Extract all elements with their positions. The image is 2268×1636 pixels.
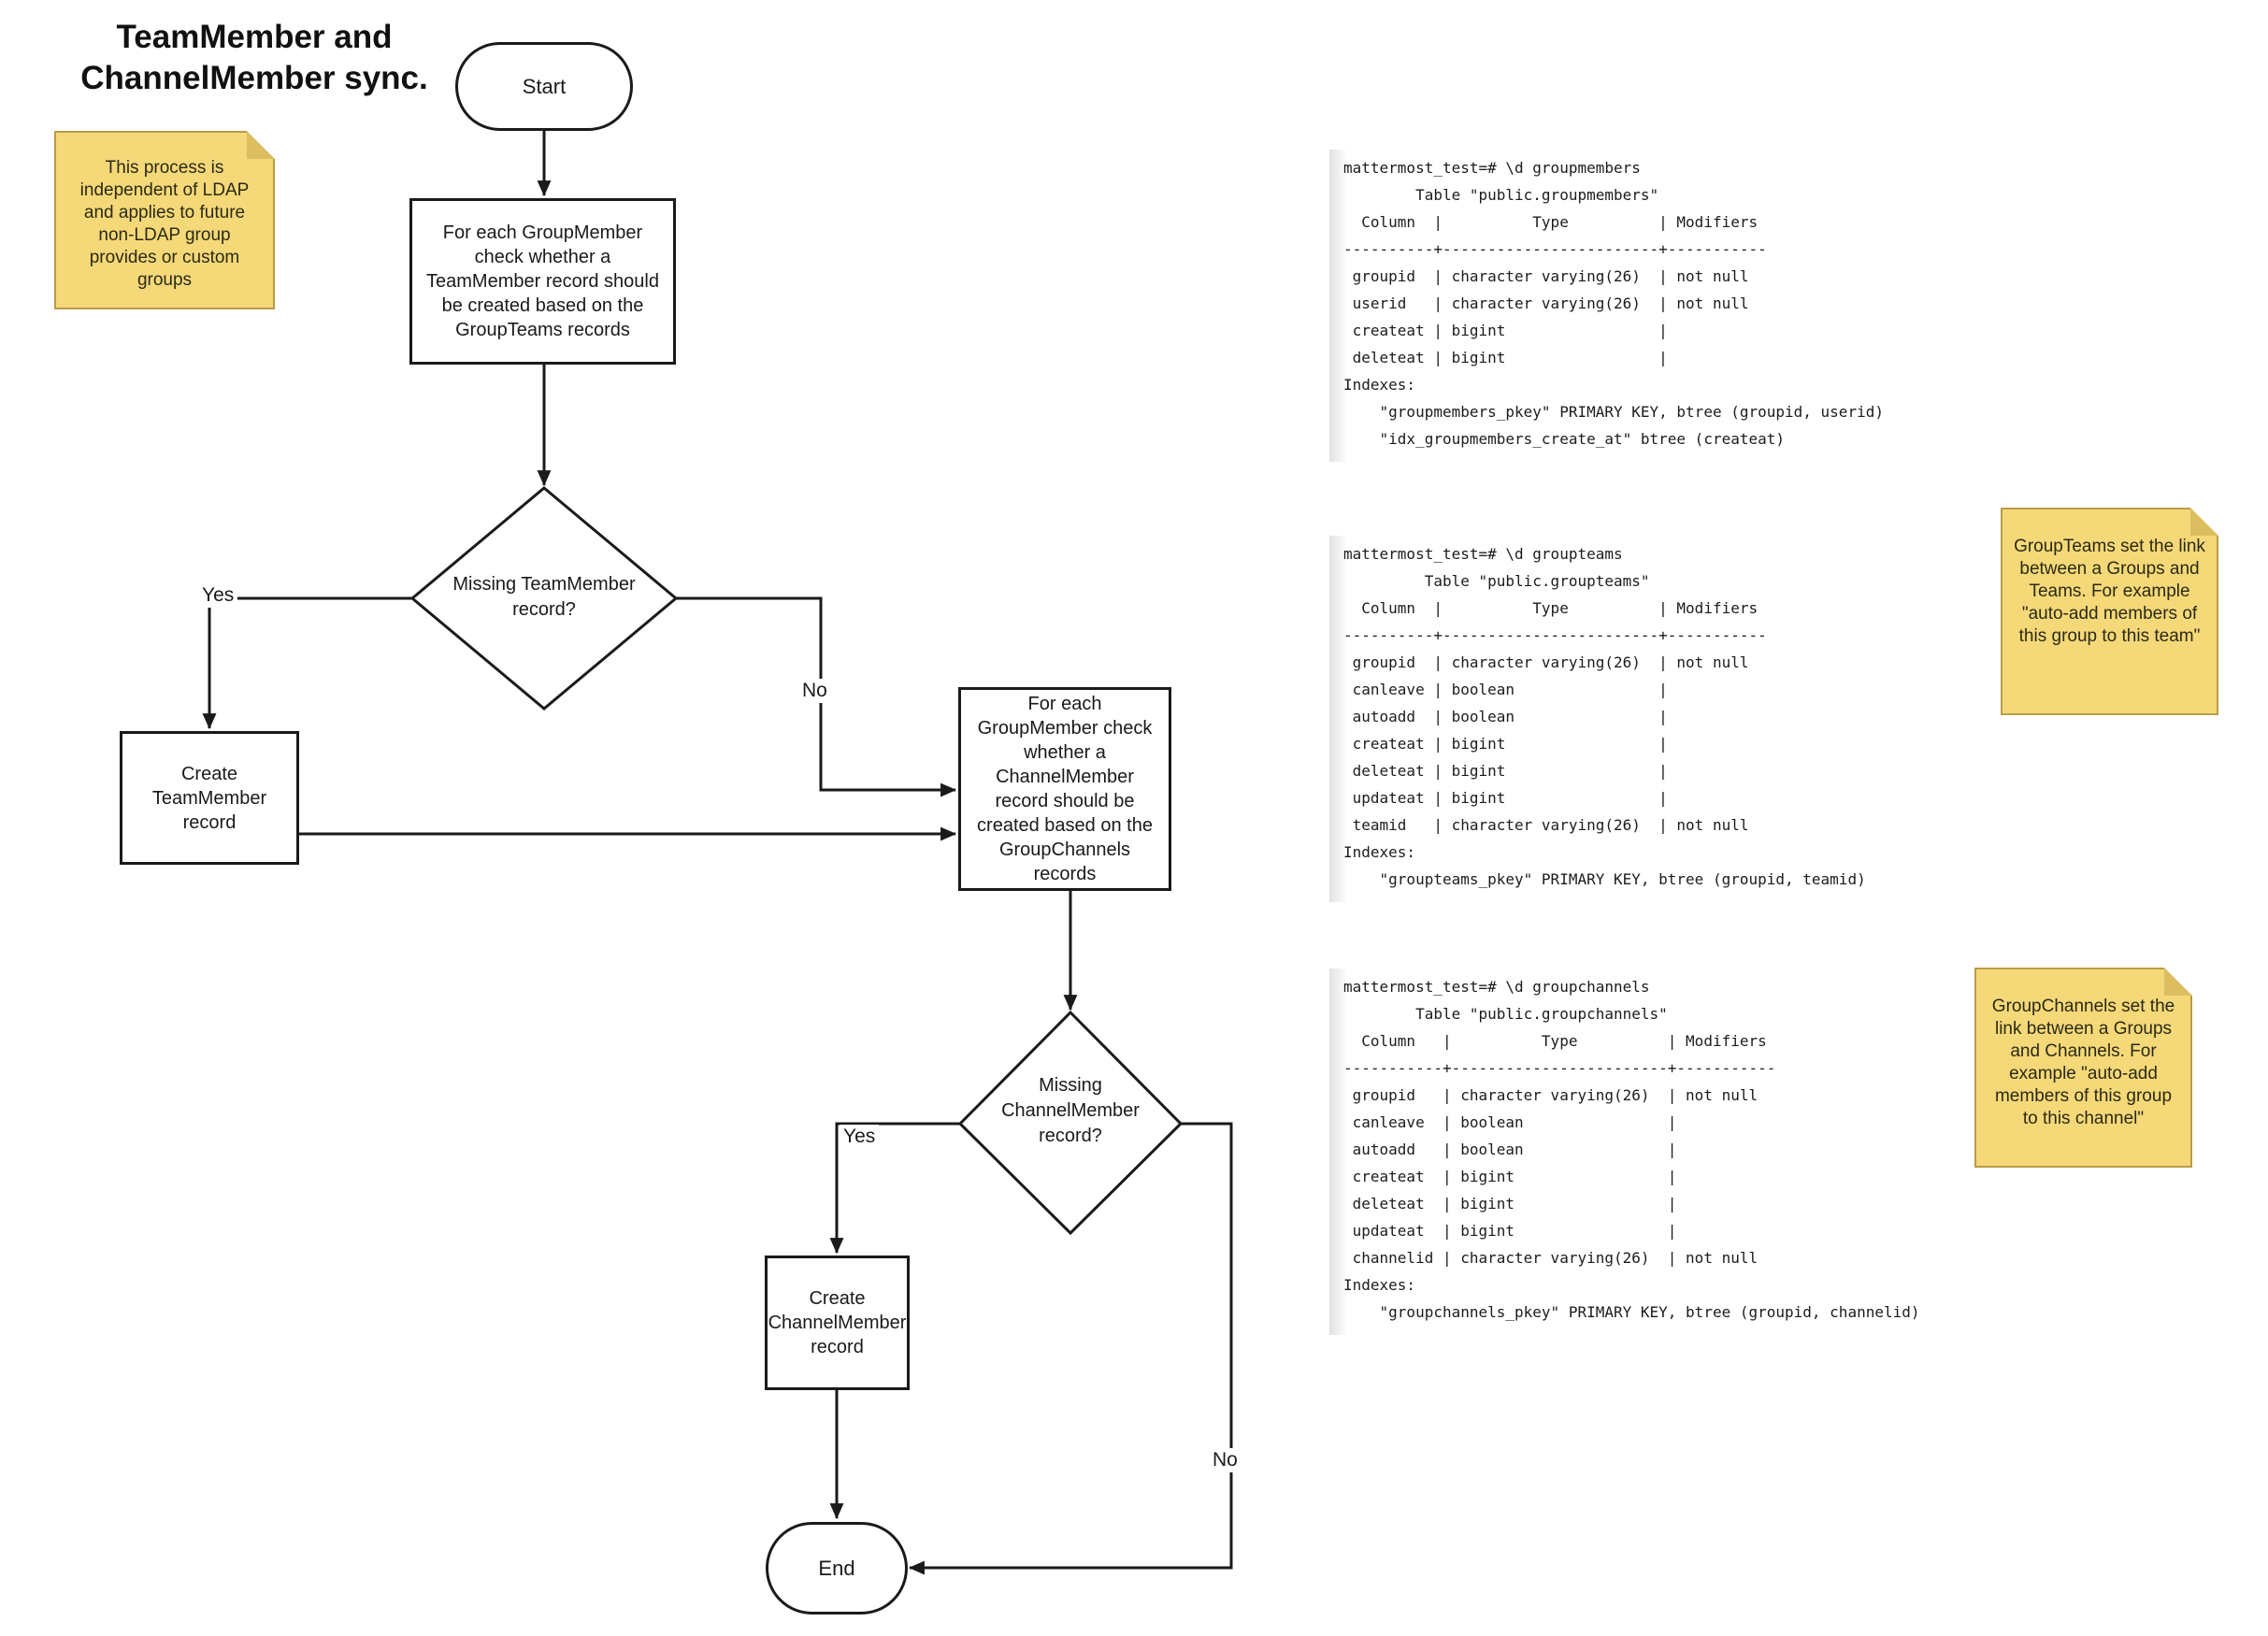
decision-diamond-channelmember xyxy=(957,1010,1184,1236)
edge-label-decision1-no: No xyxy=(798,679,831,703)
flow-create-channelmember-label: Create ChannelMember record xyxy=(768,1288,907,1357)
edge-decision2-no xyxy=(908,1122,1233,1575)
terminal-output-groupteams: mattermost_test=# \d groupteams Table "p… xyxy=(1329,536,1881,902)
edge-decision2-yes xyxy=(829,1122,960,1255)
flow-process-channelmember-label: For each GroupMember check whether a Cha… xyxy=(977,694,1153,884)
flow-end-node: End xyxy=(766,1522,908,1614)
flow-create-teammember: Create TeamMember record xyxy=(120,731,299,865)
flow-end-label: End xyxy=(818,1556,855,1580)
edge-decision1-yes xyxy=(202,596,412,730)
sticky-note-groupchannels-text: GroupChannels set the link between a Gro… xyxy=(1991,997,2175,1128)
decision-diamond-teammember xyxy=(409,486,679,710)
edge-label-decision1-yes: Yes xyxy=(198,583,238,608)
flow-start-label: Start xyxy=(522,74,567,98)
flow-create-channelmember: Create ChannelMember record xyxy=(765,1256,910,1390)
terminal-output-groupchannels: mattermost_test=# \d groupchannels Table… xyxy=(1329,969,1935,1335)
flow-process-teammember: For each GroupMember check whether a Tea… xyxy=(409,198,676,365)
flow-process-teammember-label: For each GroupMember check whether a Tea… xyxy=(426,222,659,340)
sticky-note-ldap-text: This process is independent of LDAP and … xyxy=(79,158,250,290)
edge-label-decision2-no: No xyxy=(1209,1448,1242,1472)
flow-create-teammember-label: Create TeamMember record xyxy=(151,763,267,833)
terminal-output-groupmembers: mattermost_test=# \d groupmembers Table … xyxy=(1329,150,1899,462)
flow-decision-teammember-label: Missing TeamMember record? xyxy=(452,574,636,620)
page-title-line2: ChannelMember sync. xyxy=(80,60,428,96)
sticky-note-groupchannels: GroupChannels set the link between a Gro… xyxy=(1974,968,2192,1168)
flow-process-channelmember: For each GroupMember check whether a Cha… xyxy=(958,687,1171,891)
sticky-note-groupteams: GroupTeams set the link between a Groups… xyxy=(2001,508,2218,715)
edge-label-decision2-yes: Yes xyxy=(840,1125,880,1149)
sticky-note-groupteams-text: GroupTeams set the link between a Groups… xyxy=(2014,537,2205,646)
flow-decision-channelmember-label: Missing ChannelMember record? xyxy=(1001,1075,1140,1146)
flow-start-node: Start xyxy=(455,42,633,131)
sticky-note-ldap: This process is independent of LDAP and … xyxy=(54,131,275,309)
page-title-line1: TeamMember and xyxy=(116,19,393,55)
page-title: TeamMember and ChannelMember sync. xyxy=(49,17,460,99)
